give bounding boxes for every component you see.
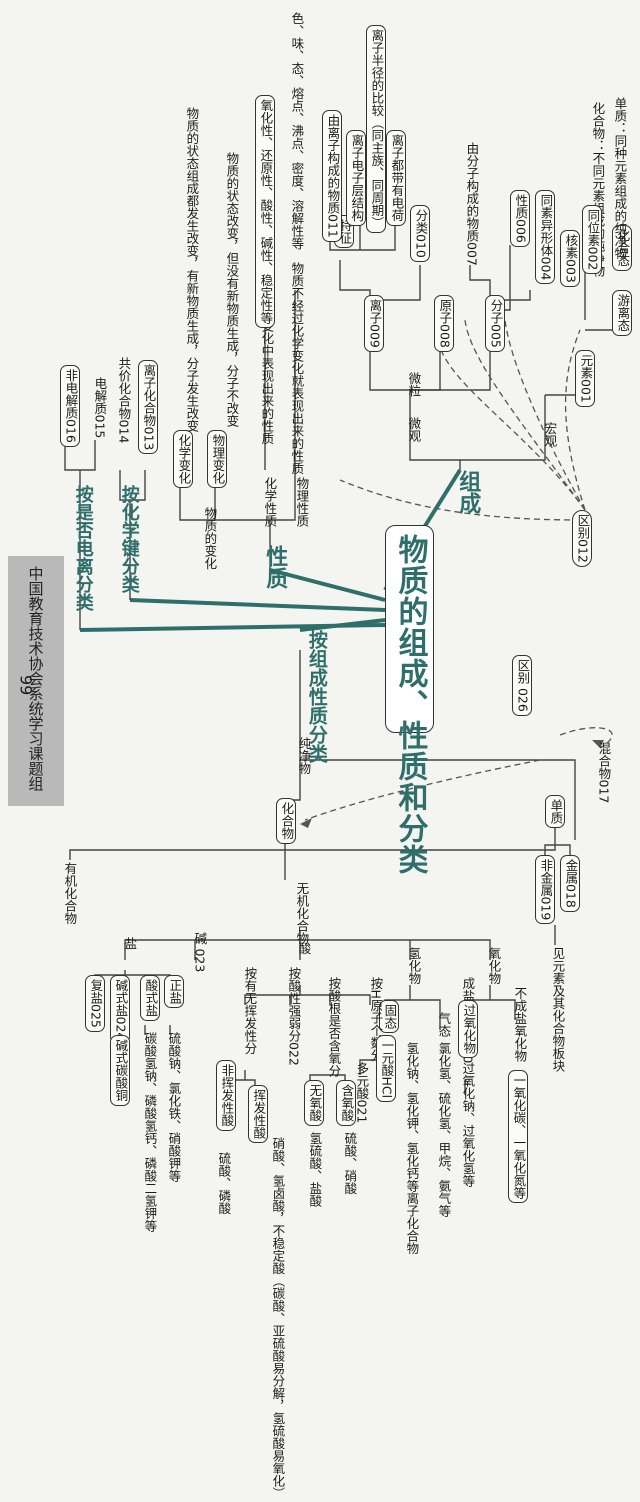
solid-hydride-node: 固态 — [379, 1000, 400, 1033]
central-title: 物质的组成、性质和分类 — [392, 534, 428, 875]
gaseous-hydride-examples: 氯化氢、硫化氢、甲烷、氨气等 — [436, 1042, 452, 1217]
ion-charge-node: 离子都带有电荷 — [386, 130, 407, 226]
ion-radius-node: 离子半径的比较（同主族、同周期） — [366, 25, 387, 233]
ion-node: 离子009 — [364, 295, 385, 352]
classify010-node: 分类010 — [410, 205, 431, 262]
double-salt-node: 复盐025 — [85, 975, 106, 1032]
volatile-acid-examples: 硝酸、氢卤酸，不稳定酸（碳酸、亚硫酸易分解，氢硫酸易氧化） — [270, 1137, 286, 1500]
physical-property-items: 色、味、态、熔点、沸点、密度、溶解性等 — [289, 12, 305, 250]
volatile-acid-node: 挥发性酸 — [248, 1085, 269, 1143]
oxygen-free-acid-node: 无氧酸 — [304, 1080, 325, 1126]
combined-state-node: 化合态 — [612, 225, 633, 271]
ionization-class-label: 按是否电离分类 — [72, 485, 94, 611]
basic-salt-examples: 碱式碳酸铜 — [110, 1035, 131, 1106]
covalent-compound-node: 共价化合物014 — [116, 357, 132, 444]
ionic-substance-node: 由离子构成的物质011 — [322, 110, 343, 242]
organic-compound-node: 有机化合物 — [62, 862, 78, 925]
acid-node: 酸 — [296, 942, 312, 955]
physical-change-desc: 物质的状态改变，但没有新物质生成，分子不改变 — [224, 152, 240, 427]
molecule-node: 分子005 — [485, 295, 506, 352]
mixture-node: 混合物017 — [596, 742, 612, 804]
base-code: 023 — [192, 948, 208, 973]
acid-by-oxygen-node: 按酸根是否含氧分 — [326, 977, 342, 1077]
micro-label: 微观 — [406, 417, 422, 442]
non-salt-oxide-node: 不成盐氧化物 — [512, 987, 528, 1062]
physical-change-node: 物理变化 — [207, 430, 228, 488]
page-number: 99 — [16, 675, 36, 696]
composition-class-label: 按组成性质分类 — [305, 630, 328, 763]
monoprotic-acid-node: 一元酸HCl — [376, 1035, 397, 1103]
mind-map: 物质的组成、性质和分类 中国教育技术协会系统学习课题组 99 组成 宏观 微观 … — [8, 12, 633, 1500]
non-electrolyte-node: 非电解质016 — [60, 365, 81, 447]
ion-electron-node: 离子电子层结构 — [346, 130, 367, 226]
isotope-node: 同位素002 — [582, 205, 603, 275]
polyprotic-acid-node: 多元酸021 — [354, 1062, 370, 1124]
composition-branch-label: 组成 — [455, 470, 481, 514]
free-state-node: 游离态 — [612, 290, 633, 336]
chemical-change-node: 化学变化 — [173, 430, 194, 488]
gaseous-hydride-node: 气态 — [436, 1012, 452, 1037]
hydride-node: 氢化物 — [406, 947, 422, 985]
banner-text: 中国教育技术协会系统学习课题组 — [26, 566, 45, 791]
nuclide-node: 核素003 — [560, 230, 581, 287]
acid-by-strength-node: 按酸性强弱分022 — [286, 967, 302, 1066]
acid-by-volatility-node: 按有无挥发性分 — [242, 967, 258, 1055]
acid-salt-node: 酸式盐 — [140, 975, 161, 1021]
macro-label: 宏观 — [542, 422, 558, 447]
non-salt-oxide-examples: 一氧化碳、一氧化氮等 — [508, 1070, 529, 1203]
atom-node: 原子008 — [434, 295, 455, 352]
diff012-node: 区别012 — [572, 510, 593, 567]
electrolyte-node: 电解质015 — [92, 377, 108, 439]
normal-salt-examples: 硫酸钠、氯化铁、硝酸钾等 — [166, 1032, 182, 1182]
peroxide-node: 过氧化物 — [458, 1000, 479, 1058]
physical-property-desc: 物质不经过化学变化就表现出来的性质 — [289, 262, 305, 475]
property006-node: 性质006 — [510, 190, 531, 247]
oxygen-free-acid-examples: 氢硫酸、盐酸 — [307, 1132, 323, 1207]
micro-particle-label: 微粒 — [406, 372, 422, 397]
base-label: 碱 — [192, 932, 208, 945]
simple-substance-definition: 单质：同种元素组成的纯净物 — [612, 97, 628, 260]
molecular-substance-node: 由分子构成的物质007 — [464, 142, 480, 266]
bond-class-label: 按化学键分类 — [118, 485, 140, 593]
salt-node: 盐 — [122, 937, 138, 950]
element-node: 元素001 — [575, 350, 596, 407]
chemical-property-items: 氧化性、还原性、酸性、碱性、稳定性等 — [255, 95, 276, 328]
central-title-box: 物质的组成、性质和分类 — [385, 525, 434, 875]
oxyacid-examples: 硫酸、硝酸 — [342, 1132, 358, 1195]
solid-hydride-examples: 氢化钠、氢化钾、氢化钙等离子化合物 — [404, 1042, 420, 1255]
peroxide-examples: 过氧化钠、过氧化氢等 — [460, 1062, 476, 1187]
physical-property-node: 物理性质 — [294, 477, 310, 527]
acid-salt-examples: 碳酸氢钠、磷酸氢钙、磷酸二氢钾等 — [142, 1032, 158, 1232]
diff026-node: 区别 026 — [512, 655, 533, 716]
compound-node: 化合物 — [276, 798, 297, 844]
nonvolatile-acid-examples: 硫酸、磷酸 — [216, 1152, 232, 1215]
simple-substance-node: 单质 — [545, 795, 566, 828]
publisher-banner: 中国教育技术协会系统学习课题组 — [8, 556, 64, 806]
inorganic-compound-node: 无机化合物 — [294, 882, 310, 945]
metal-node: 金属018 — [560, 855, 581, 912]
oxide-node: 氧化物 — [486, 947, 502, 985]
nonmetal-node: 非金属019 — [535, 855, 556, 925]
base-node: 碱 023 — [190, 930, 208, 974]
ionic-compound-node: 离子化合物013 — [138, 360, 159, 455]
allotrope-node: 同素异形体004 — [535, 190, 556, 285]
oxyacid-node: 含氧酸 — [336, 1080, 357, 1126]
substance-change-node: 物质的变化 — [202, 507, 218, 570]
pure-substance-node: 纯净物 — [296, 737, 312, 775]
normal-salt-node: 正盐 — [164, 975, 185, 1008]
properties-branch-label: 性质 — [262, 545, 288, 589]
nonvolatile-acid-node: 非挥发性酸 — [216, 1060, 237, 1131]
chemical-change-desc: 物质的状态组成都发生改变，有新物质生成，分子发生改变 — [184, 107, 200, 432]
see-elements-note: 见元素及其化合物板块 — [550, 947, 566, 1072]
chemical-property-node: 化学性质 — [262, 477, 278, 527]
basic-salt-node: 碱式盐024 — [110, 975, 131, 1045]
